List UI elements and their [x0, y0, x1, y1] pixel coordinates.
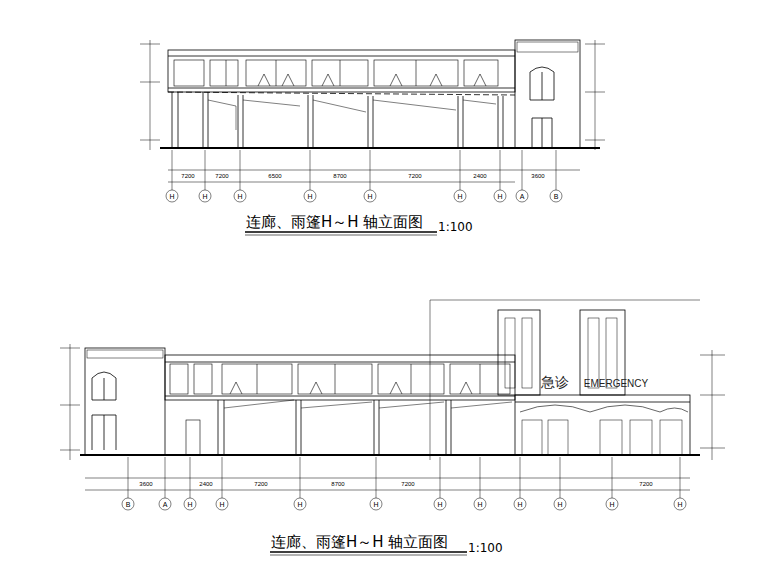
grid-axis-label: H	[436, 501, 443, 508]
drawing-caption: 连廊、雨篷H～H 轴立面图	[245, 215, 424, 230]
dimension-text: 7200	[180, 173, 195, 179]
grid-axis-label: A	[519, 193, 526, 200]
dimension-text: 3600	[530, 173, 545, 179]
grid-axis-label: H	[608, 501, 615, 508]
dimension-text: 3600	[138, 481, 153, 487]
grid-axis-label: H	[218, 501, 225, 508]
grid-axis-label: H	[366, 193, 373, 200]
grid-axis-label: H	[186, 501, 193, 508]
grid-axis-label: H	[296, 501, 303, 508]
grid-axis-label: H	[676, 501, 683, 508]
dimension-text: 7200	[253, 481, 268, 487]
sign-text: 急诊	[540, 375, 570, 389]
dimension-text: 7200	[407, 173, 422, 179]
grid-axis-label: H	[516, 501, 523, 508]
dimension-text: 7200	[400, 481, 415, 487]
dimension-text: 2400	[198, 481, 213, 487]
dimension-text: 2400	[472, 173, 487, 179]
grid-axis-label: B	[125, 501, 132, 508]
grid-axis-label: H	[456, 193, 463, 200]
grid-axis-label: H	[201, 193, 208, 200]
grid-axis-label: H	[496, 193, 503, 200]
dimension-text: 6500	[267, 173, 282, 179]
grid-axis-label: H	[168, 193, 175, 200]
dimension-text: 7200	[638, 481, 653, 487]
sign-text: EMERGENCY	[583, 379, 649, 389]
drawing-caption: 1:100	[467, 542, 504, 554]
dimension-text: 8700	[332, 173, 347, 179]
grid-axis-label: B	[553, 193, 560, 200]
drawing-caption: 1:100	[437, 221, 474, 233]
grid-axis-label: H	[372, 501, 379, 508]
dimension-text: 7200	[214, 173, 229, 179]
dimension-text: 8700	[330, 481, 345, 487]
grid-axis-label: H	[306, 193, 313, 200]
grid-axis-label: H	[476, 501, 483, 508]
grid-axis-label: A	[162, 501, 169, 508]
grid-axis-label: H	[556, 501, 563, 508]
grid-axis-label: H	[236, 193, 243, 200]
drawing-caption: 连廊、雨篷H～H 轴立面图	[270, 535, 449, 550]
